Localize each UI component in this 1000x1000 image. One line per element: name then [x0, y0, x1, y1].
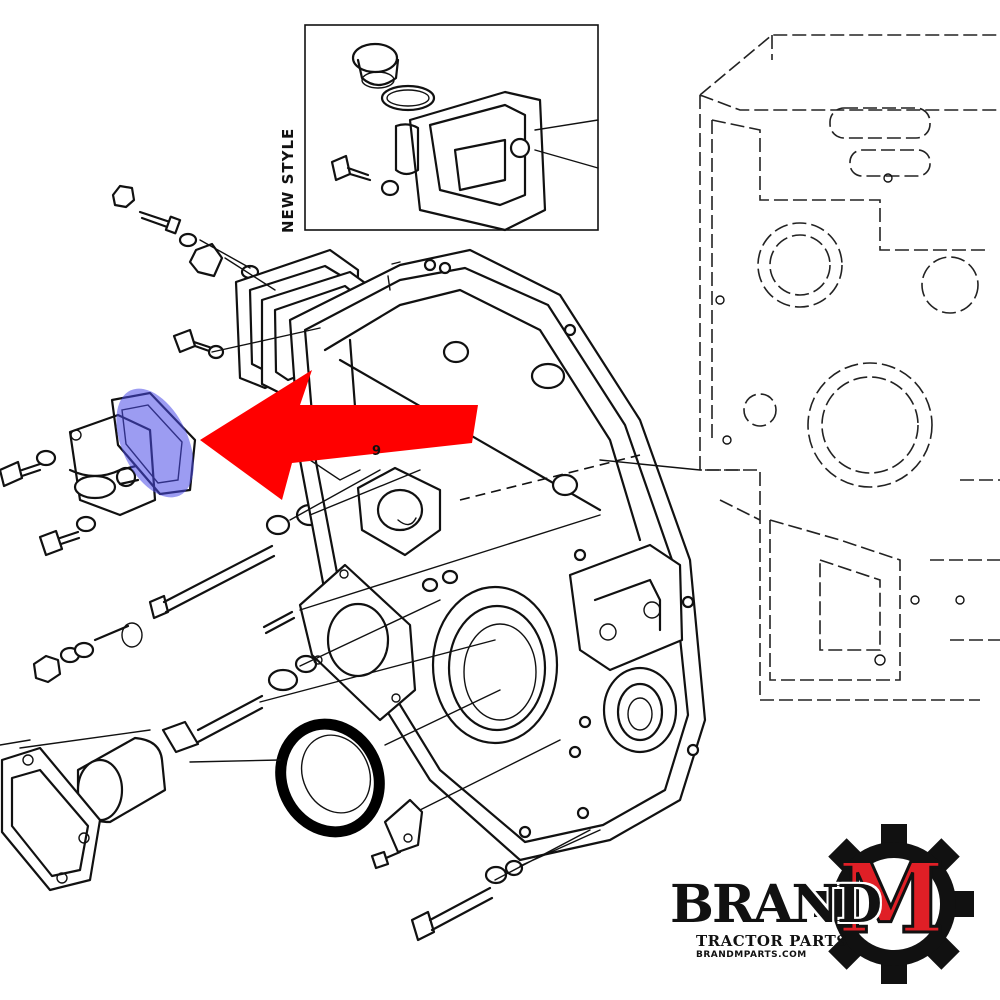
- brand-url: BRANDMPARTS.COM: [696, 950, 807, 960]
- timing-cover: [288, 248, 707, 862]
- engine-block-outline: [699, 34, 1000, 701]
- highlight-ellipse: [116, 388, 194, 498]
- gear-icon: [814, 824, 974, 984]
- brand-name: BRAND: [670, 874, 882, 935]
- cover-gaskets: [298, 466, 459, 722]
- part-number-label: 9: [372, 444, 382, 459]
- brand-tagline: TRACTOR PARTS: [696, 932, 848, 950]
- arrow-left-icon: [200, 370, 478, 500]
- leader-lines: [0, 239, 701, 881]
- oil-seal: [275, 718, 385, 838]
- brand-logo: M BRAND TRACTOR PARTS BRANDMPARTS.COM: [662, 822, 977, 987]
- inset-label: NEW STYLE: [279, 127, 297, 233]
- brand-mark: M: [836, 841, 945, 957]
- new-style-inset: [304, 24, 599, 232]
